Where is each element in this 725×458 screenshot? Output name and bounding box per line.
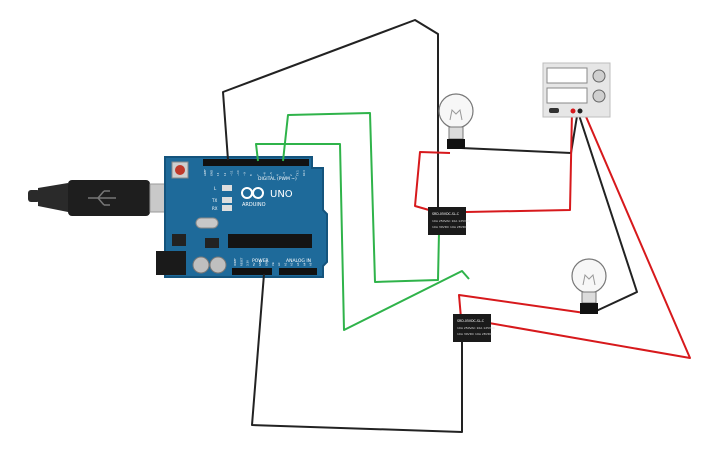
relay-2[interactable]: SRD-05VDC-SL-C 10A 250VAC 10A 125VAC 10A…	[453, 314, 495, 342]
current-knob[interactable]	[592, 89, 606, 103]
bottom-pin-label-2: 3.3V	[246, 260, 250, 266]
bulb-1-filament	[449, 108, 463, 121]
bottom-pin-label-9: A2	[290, 262, 294, 266]
bulb-2-base	[580, 303, 598, 314]
usb-cable-strain	[38, 183, 68, 212]
relay-1-line1: SRD-05VDC-SL-C	[432, 212, 460, 216]
bulb-1-base	[447, 139, 465, 149]
top-pin-label-12: ~3	[282, 172, 286, 176]
analog-label: ANALOG IN	[286, 258, 311, 264]
negative-terminal[interactable]	[577, 108, 583, 114]
smd-led-rx	[222, 205, 232, 211]
bottom-pin-label-0: IOREF	[233, 258, 237, 266]
wire-black-5v-to-relay2[interactable]	[251, 273, 463, 433]
relay-1-line2: 10A 250VAC 10A 125VAC	[432, 219, 470, 223]
top-pin-label-8: 7	[256, 174, 260, 176]
led-tx-label: TX	[211, 198, 217, 203]
wire-green-pin-to-relay2[interactable]	[255, 143, 470, 331]
wire-red-relay1-to-bulb1[interactable]	[414, 151, 451, 213]
capacitor-2	[209, 256, 227, 274]
relay-2-line2: 10A 250VAC 10A 125VAC	[457, 326, 495, 330]
top-pin-label-1: GND	[210, 170, 214, 176]
relay-2-line3: 10A 30VDC 10A 28VDC	[457, 332, 492, 336]
bottom-pin-label-5: GND	[265, 260, 269, 266]
reset-button-cap	[175, 165, 185, 175]
model-label: UNO	[270, 189, 293, 200]
top-pin-label-5: ~10	[236, 170, 240, 176]
bulb-2-filament	[582, 273, 596, 286]
bulb-2-glass	[571, 258, 607, 294]
smd-led-l	[222, 185, 232, 191]
top-pin-label-15: RX 0	[302, 170, 306, 176]
wire-red-relay2-to-supply[interactable]	[488, 111, 691, 359]
relay-2-line1: SRD-05VDC-SL-C	[457, 319, 485, 323]
top-pin-label-11: 4	[276, 174, 280, 176]
smd-led-tx	[222, 197, 232, 203]
voltage-knob[interactable]	[592, 69, 606, 83]
digital-header[interactable]	[203, 159, 309, 166]
light-bulb-1[interactable]	[438, 93, 474, 149]
relay-1[interactable]: SRD-05VDC-SL-C 10A 250VAC 10A 125VAC 10A…	[428, 207, 470, 235]
voltage-regulator	[172, 234, 186, 246]
atmega-chip	[228, 234, 312, 248]
bottom-pin-label-12: A5	[309, 262, 313, 266]
arduino-uno-board[interactable]: ARDUINO UNO DIGITAL (PWM ~) POWER ANALOG…	[156, 156, 328, 278]
supply-display-1	[546, 67, 588, 84]
supply-display-2	[546, 87, 588, 104]
top-pin-label-13: 2	[289, 174, 293, 176]
positive-terminal[interactable]	[570, 108, 576, 114]
top-pin-label-0: AREF	[203, 169, 207, 176]
bulb-1-neck	[448, 126, 464, 140]
bottom-pin-label-7: A0	[277, 262, 281, 266]
digital-label: DIGITAL (PWM ~)	[258, 176, 297, 182]
top-pin-label-10: ~5	[269, 172, 273, 176]
power-supply[interactable]	[542, 62, 611, 118]
brand-label: ARDUINO	[242, 202, 266, 208]
bottom-pin-label-4: GND	[258, 260, 262, 266]
power-switch[interactable]	[549, 108, 559, 113]
top-pin-label-7: 8	[249, 174, 253, 176]
bulb-2-neck	[581, 291, 597, 304]
wire-black-bulb2-to-supply[interactable]	[577, 111, 638, 313]
usb-icon	[88, 190, 116, 206]
wire-green-pin-to-relay1[interactable]	[282, 112, 440, 283]
power-header[interactable]	[232, 268, 272, 275]
top-pin-label-6: ~9	[243, 172, 247, 176]
dc-jack	[156, 251, 186, 275]
top-pin-label-4: ~11	[229, 170, 233, 176]
relay-1-body	[428, 207, 466, 235]
bottom-pin-label-10: A3	[296, 262, 300, 266]
capacitor-1	[192, 256, 210, 274]
bottom-pin-label-11: A4	[302, 262, 306, 266]
relay-2-body	[453, 314, 491, 342]
bottom-pin-label-8: A1	[283, 262, 287, 266]
usb-cable[interactable]	[28, 180, 183, 216]
usb-cable-end	[28, 190, 40, 202]
top-pin-label-14: TX 1	[295, 170, 299, 176]
light-bulb-2[interactable]	[571, 258, 607, 314]
arduino-logo	[241, 187, 264, 199]
analog-header[interactable]	[279, 268, 317, 275]
led-l-label: L	[214, 186, 217, 191]
wire-red-relay1-to-supply[interactable]	[465, 110, 573, 213]
power-label: POWER	[252, 258, 269, 264]
bottom-pin-label-1: RESET	[239, 257, 243, 266]
top-pin-label-3: 12	[223, 172, 227, 176]
crystal	[195, 217, 219, 229]
top-pin-label-2: 13	[216, 172, 220, 176]
bottom-pin-label-6: Vin	[271, 262, 275, 266]
top-pin-label-9: ~6	[262, 172, 266, 176]
usb-chip	[205, 238, 219, 248]
bulb-1-glass	[438, 93, 474, 129]
bottom-pin-label-3: 5V	[252, 262, 256, 266]
wire-black-gnd-to-relay1[interactable]	[222, 19, 439, 212]
wire-red-relay2-to-bulb2[interactable]	[458, 294, 586, 319]
relay-1-line3: 10A 30VDC 10A 28VDC	[432, 225, 467, 229]
led-rx-label: RX	[212, 206, 218, 211]
